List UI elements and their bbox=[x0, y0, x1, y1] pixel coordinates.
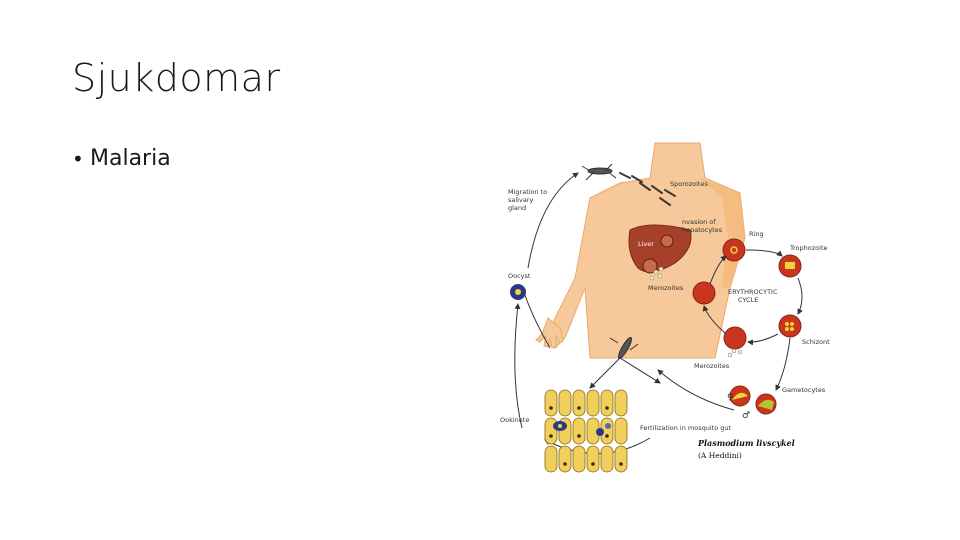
slide-title: Sjukdomar bbox=[72, 56, 281, 100]
merozoite-rbc bbox=[723, 326, 747, 358]
caption-author: (A Heddini) bbox=[698, 451, 742, 460]
label-invasion-2: hepatocytes bbox=[682, 226, 723, 234]
label-oocyst: Oocyst bbox=[508, 272, 531, 280]
label-gametocytes: Gametocytes bbox=[782, 386, 826, 394]
trophozoite-rbc bbox=[778, 254, 802, 278]
label-migration-2: salivary bbox=[508, 196, 533, 204]
label-merozoites-liver: Merozoites bbox=[648, 284, 684, 292]
label-erythrocytic-2: CYCLE bbox=[738, 296, 758, 304]
female-symbol-icon: ♀ bbox=[727, 393, 734, 403]
liver-shape bbox=[628, 224, 692, 273]
label-trophozoite: Trophozoite bbox=[789, 244, 828, 252]
lifecycle-svg: Migration to salivary gland Sporozoites … bbox=[500, 142, 830, 473]
label-fertilization: Fertilization in mosquito gut bbox=[640, 424, 732, 432]
gut-nuclei bbox=[549, 406, 623, 466]
label-invasion-1: nvasion of bbox=[682, 218, 716, 226]
gametocyte-male bbox=[755, 393, 777, 415]
label-merozoites-blood: Merozoites bbox=[694, 362, 730, 370]
label-ookinete: Ookinete bbox=[500, 416, 529, 424]
label-erythrocytic-1: ERYTHROCYTIC bbox=[728, 288, 778, 296]
label-migration-1: Migration to bbox=[508, 188, 547, 196]
cycle-arrows bbox=[514, 172, 803, 454]
label-ring: Ring bbox=[749, 230, 764, 238]
label-liver: Liver bbox=[638, 240, 654, 248]
label-migration-3: gland bbox=[508, 204, 526, 212]
bullet-list: • Malaria bbox=[72, 146, 171, 171]
malaria-lifecycle-diagram: Migration to salivary gland Sporozoites … bbox=[490, 138, 850, 483]
ookinete-icon bbox=[553, 421, 567, 431]
caption-title: Plasmodium livscykel bbox=[697, 438, 795, 448]
left-rbc bbox=[692, 281, 716, 305]
ring-rbc bbox=[722, 238, 746, 262]
bullet-text: Malaria bbox=[90, 146, 171, 171]
liver-merozoites bbox=[649, 266, 664, 281]
mosquito-gut-cells bbox=[544, 389, 628, 473]
bullet-dot-icon: • bbox=[72, 146, 84, 171]
sporozoite-icons bbox=[619, 172, 676, 206]
liver-schizont-icon bbox=[642, 258, 658, 274]
bullet-item: • Malaria bbox=[72, 146, 171, 171]
hepatocyte-icon bbox=[660, 234, 674, 248]
gametocyte-female bbox=[729, 385, 751, 407]
male-symbol-icon: ♂ bbox=[742, 411, 750, 421]
mosquito-top-icon bbox=[581, 163, 617, 181]
label-schizont: Schizont bbox=[802, 338, 830, 346]
fertilization-icon bbox=[596, 423, 611, 436]
human-hand bbox=[535, 317, 564, 349]
schizont-rbc bbox=[778, 314, 802, 338]
oocyst-icon bbox=[510, 284, 526, 300]
label-sporozoites: Sporozoites bbox=[670, 180, 708, 188]
